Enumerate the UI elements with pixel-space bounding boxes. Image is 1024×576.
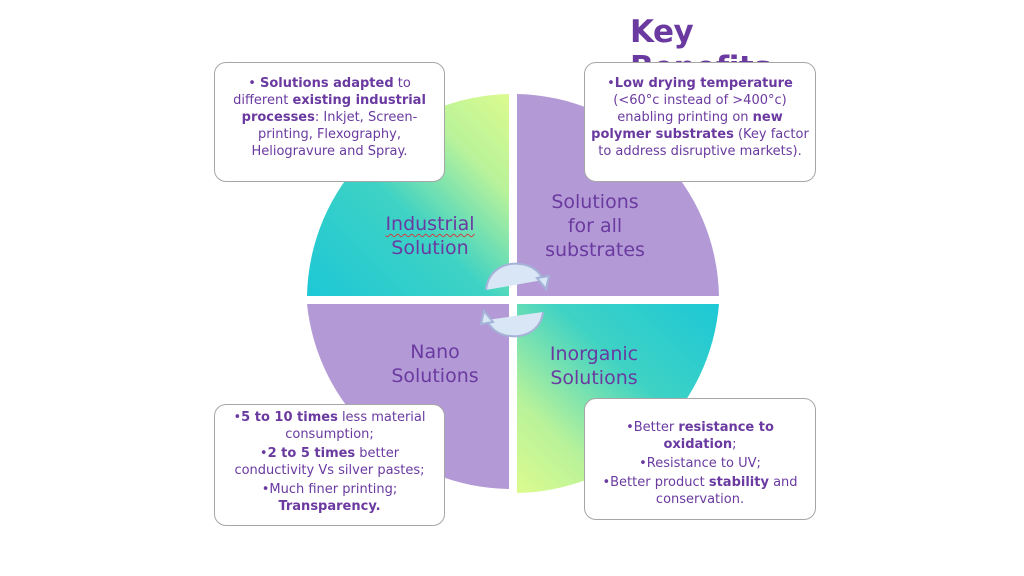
callout-substrates: •Low drying temperature (<60°c instead o… (584, 62, 816, 182)
quadrant-nano (307, 304, 509, 489)
cycle-arrows-icon (479, 262, 551, 338)
quadrant-substrates (517, 94, 719, 296)
quadrant-label-industrial: Industrial Solution (360, 212, 500, 260)
inorganic-line2: Solutions (550, 367, 638, 389)
nano-line2: Solutions (391, 365, 479, 387)
substrates-line2: for all (567, 215, 623, 237)
substrates-line1: Solutions (551, 191, 639, 213)
quadrant-label-inorganic: Inorganic Solutions (524, 342, 664, 390)
callout-nano-line2: •2 to 5 times better conductivity Vs sil… (234, 446, 425, 478)
substrates-line3: substrates (545, 239, 645, 261)
callout-inorganic-line2: •Resistance to UV; (639, 456, 761, 471)
nano-line1: Nano (410, 341, 460, 363)
callout-inorganic-line3: •Better product stability and conservati… (602, 475, 798, 507)
callout-nano-line3: •Much finer printing; (261, 482, 398, 497)
inorganic-line1: Inorganic (549, 343, 639, 365)
quadrant-label-nano: Nano Solutions (365, 340, 505, 388)
callout-nano-line4: Transparency. (278, 499, 381, 514)
callout-inorganic: •Better resistance to oxidation; •Resist… (584, 398, 816, 520)
callout-nano-line1: •5 to 10 times less material consumption… (233, 410, 426, 442)
callout-nano: •5 to 10 times less material consumption… (214, 404, 445, 526)
callout-industrial-text: • Solutions adapted to different existin… (233, 76, 426, 159)
industrial-line2: Solution (391, 237, 469, 259)
quadrant-label-substrates: Solutions for all substrates (525, 190, 665, 262)
callout-substrates-text: •Low drying temperature (<60°c instead o… (591, 76, 809, 159)
callout-industrial: • Solutions adapted to different existin… (214, 62, 445, 182)
industrial-line1: Industrial (385, 213, 475, 235)
quadrant-industrial (307, 94, 509, 296)
callout-inorganic-line1: •Better resistance to oxidation; (626, 420, 774, 452)
